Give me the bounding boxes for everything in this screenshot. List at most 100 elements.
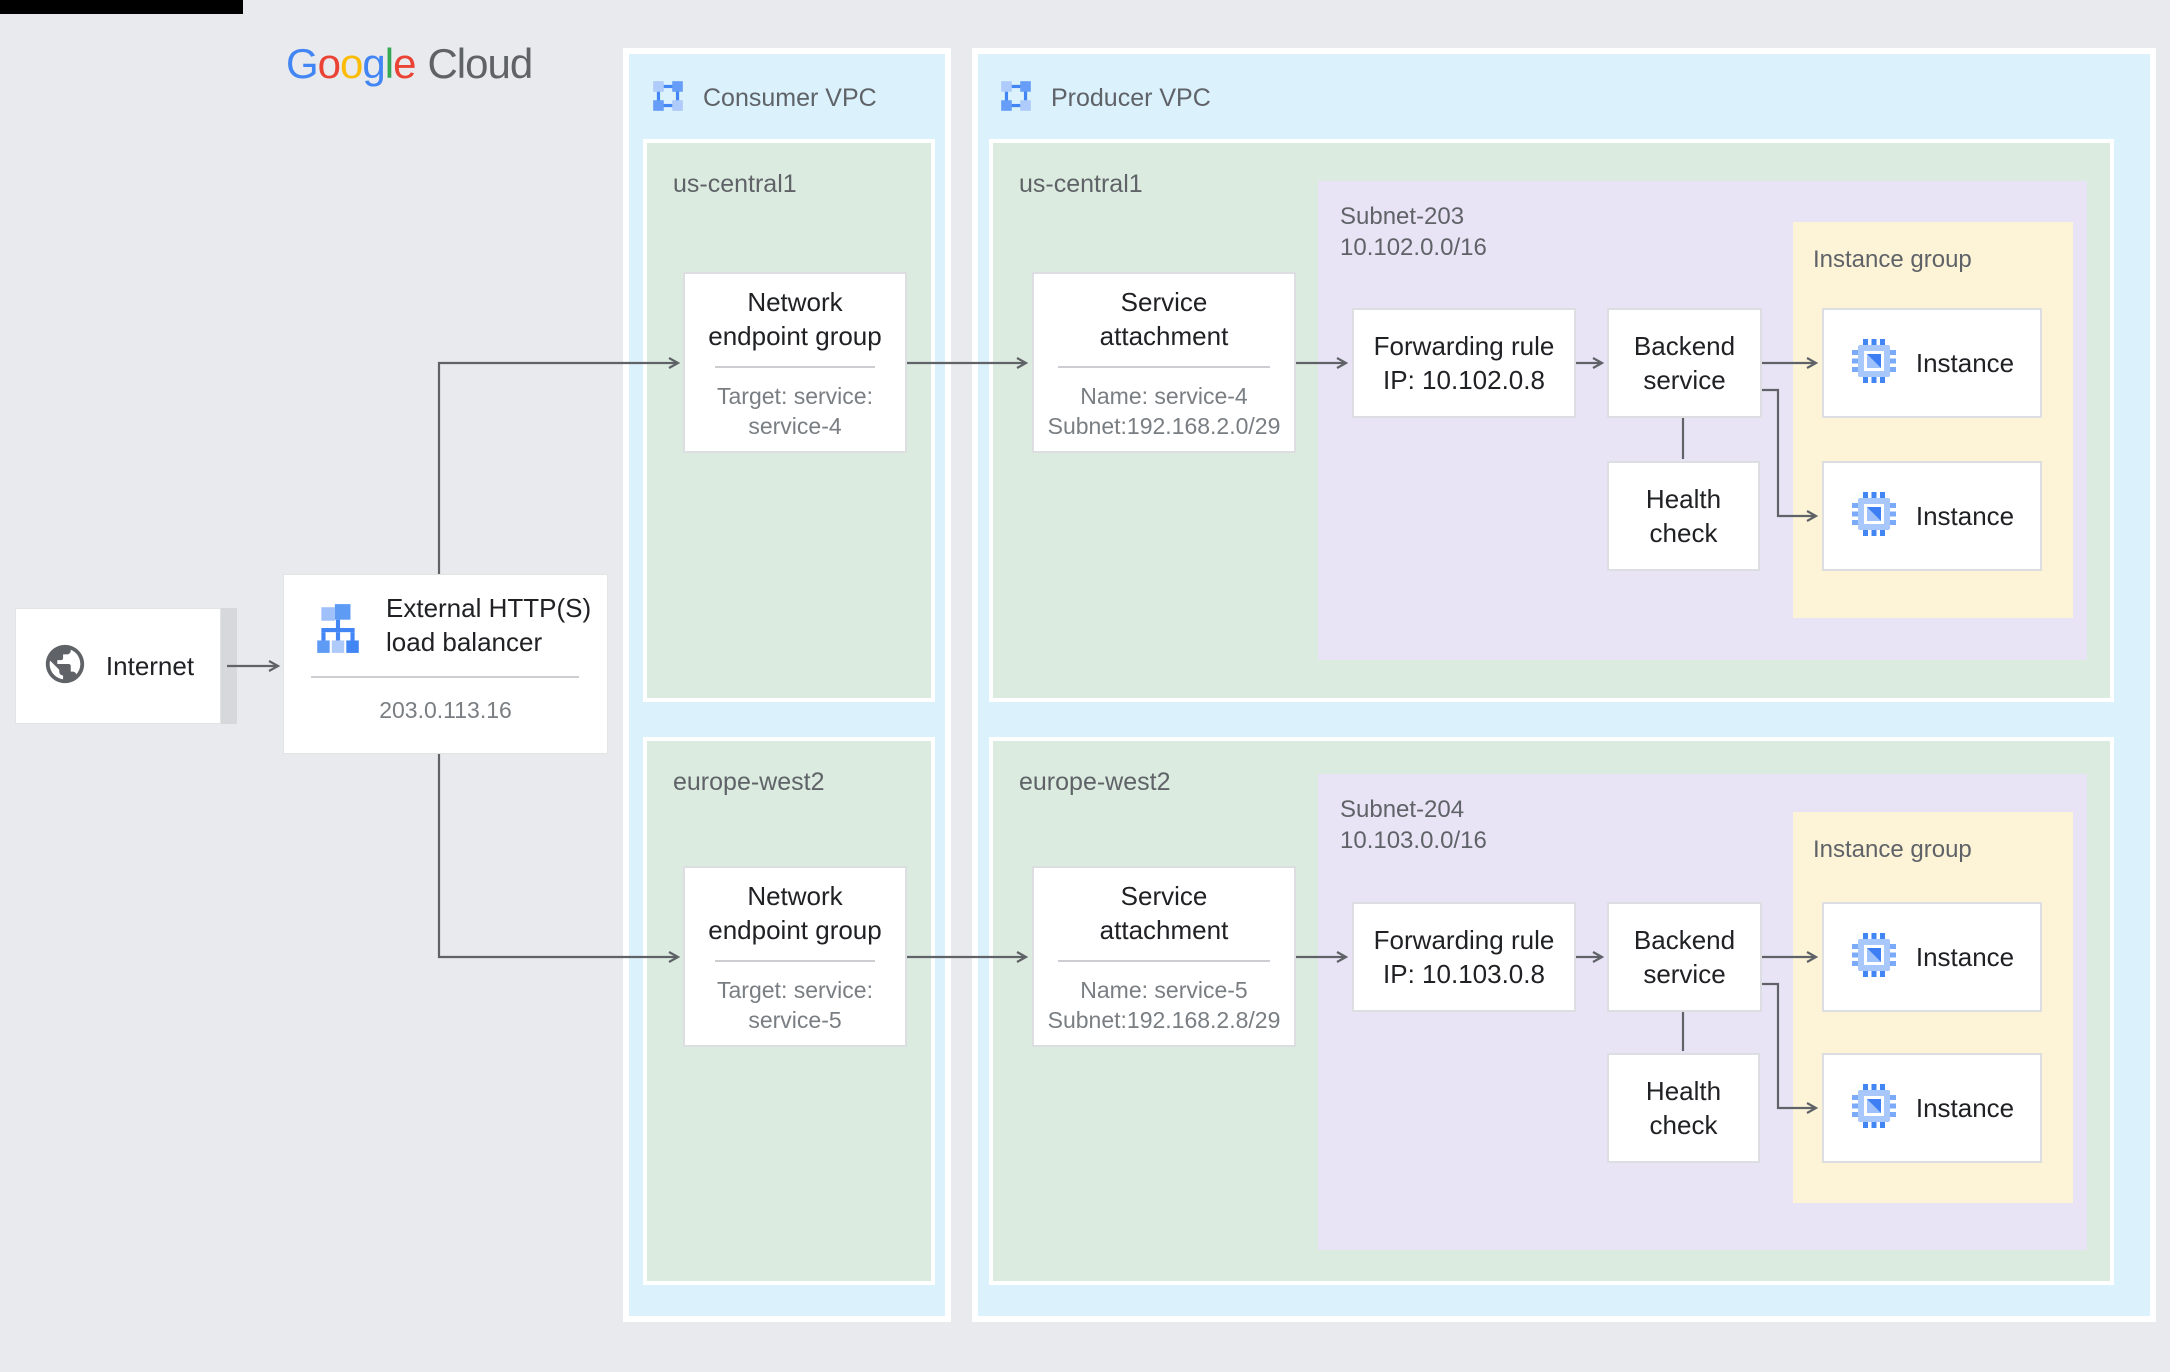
subnet-name: Subnet-203 <box>1340 203 1465 230</box>
instance-node: Instance <box>1822 308 2042 418</box>
region-label: europe-west2 <box>1019 768 1171 796</box>
consumer-vpc-panel: Consumer VPC us-central1 Network endpoin… <box>623 48 951 1322</box>
region-label: us-central1 <box>673 170 797 198</box>
backend-service-line2: service <box>1643 959 1726 989</box>
neg-title-line1: Network <box>747 286 843 317</box>
subnet-label: Subnet-203 10.102.0.0/16 <box>1340 201 1487 263</box>
forwarding-rule-line1: Forwarding rule <box>1373 331 1555 361</box>
consumer-vpc-header: Consumer VPC <box>650 78 877 119</box>
compute-instance-icon <box>1850 1082 1898 1135</box>
instance-group-2: Instance group <box>1793 812 2073 1203</box>
globe-icon <box>42 641 88 692</box>
logo-letter: e <box>393 40 416 87</box>
window-top-bar <box>0 0 243 14</box>
neg-title-line2: endpoint group <box>708 320 882 351</box>
instance-group-1: Instance group <box>1793 222 2073 618</box>
region-label: us-central1 <box>1019 170 1143 198</box>
health-check-line2: check <box>1649 1110 1718 1140</box>
neg-title-line1: Network <box>747 880 843 911</box>
vpc-network-icon <box>998 78 1034 119</box>
producer-vpc-label: Producer VPC <box>1051 84 1211 112</box>
region-label: europe-west2 <box>673 768 825 796</box>
divider <box>1058 365 1270 368</box>
sa-title-line1: Service <box>1120 880 1208 911</box>
instance-label: Instance <box>1915 1093 2015 1123</box>
external-https-load-balancer-node: External HTTP(S) load balancer 203.0.113… <box>283 574 608 754</box>
instance-label: Instance <box>1915 501 2015 531</box>
consumer-region-us-central1: us-central1 Network endpoint group Targe… <box>643 139 935 702</box>
logo-letter: G <box>286 40 319 87</box>
instance-node: Instance <box>1822 1053 2042 1163</box>
neg-target-line2: service-4 <box>748 412 842 439</box>
logo-letter: g <box>362 40 385 87</box>
service-attachment-2: Service attachment Name: service-5 Subne… <box>1032 866 1296 1047</box>
logo-cloud-text: Cloud <box>427 40 533 87</box>
neg-target-line1: Target: service: <box>717 382 873 409</box>
lb-title-line1: External HTTP(S) <box>386 593 592 623</box>
network-endpoint-group-2: Network endpoint group Target: service: … <box>683 866 907 1047</box>
sa-detail-line1: Name: service-5 <box>1080 976 1248 1003</box>
sa-title-line1: Service <box>1120 286 1208 317</box>
sa-detail-line1: Name: service-4 <box>1080 382 1248 409</box>
service-attachment-1: Service attachment Name: service-4 Subne… <box>1032 272 1296 453</box>
subnet-label: Subnet-204 10.103.0.0/16 <box>1340 794 1487 856</box>
internet-label: Internet <box>105 651 195 681</box>
divider <box>715 365 875 368</box>
divider <box>715 959 875 962</box>
health-check-line2: check <box>1649 518 1718 548</box>
producer-vpc-panel: Producer VPC us-central1 Service attachm… <box>972 48 2156 1322</box>
instance-label: Instance <box>1915 942 2015 972</box>
load-balancer-ip: 203.0.113.16 <box>379 697 512 723</box>
health-check-1: Health check <box>1607 461 1760 571</box>
producer-vpc-header: Producer VPC <box>998 78 1211 119</box>
vpc-network-icon <box>650 78 686 119</box>
neg-title-line2: endpoint group <box>708 914 882 945</box>
backend-service-1: Backend service <box>1607 308 1762 418</box>
logo-letter: l <box>384 40 394 87</box>
consumer-vpc-label: Consumer VPC <box>703 84 877 112</box>
backend-service-2: Backend service <box>1607 902 1762 1012</box>
compute-instance-icon <box>1850 337 1898 390</box>
sa-detail-line2: Subnet:192.168.2.0/29 <box>1047 412 1281 439</box>
compute-instance-icon <box>1850 490 1898 543</box>
network-endpoint-group-1: Network endpoint group Target: service: … <box>683 272 907 453</box>
lb-title-line2: load balancer <box>386 627 543 657</box>
sa-title-line2: attachment <box>1099 914 1229 945</box>
logo-letter: o <box>340 40 363 87</box>
subnet-cidr: 10.102.0.0/16 <box>1340 234 1487 261</box>
forwarding-rule-line2: IP: 10.103.0.8 <box>1383 959 1545 989</box>
load-balancer-icon <box>314 601 362 660</box>
neg-target-line1: Target: service: <box>717 976 873 1003</box>
divider <box>1058 959 1270 962</box>
internet-box-shadow <box>221 608 237 724</box>
load-balancer-title: External HTTP(S) load balancer <box>386 591 591 659</box>
divider <box>311 676 579 678</box>
compute-instance-icon <box>1850 931 1898 984</box>
instance-node: Instance <box>1822 461 2042 571</box>
producer-region-us-central1: us-central1 Service attachment Name: ser… <box>989 139 2114 702</box>
instance-group-label: Instance group <box>1813 836 1972 863</box>
forwarding-rule-2: Forwarding rule IP: 10.103.0.8 <box>1352 902 1576 1012</box>
forwarding-rule-line2: IP: 10.102.0.8 <box>1383 365 1545 395</box>
subnet-cidr: 10.103.0.0/16 <box>1340 827 1487 854</box>
sa-detail-line2: Subnet:192.168.2.8/29 <box>1047 1006 1281 1033</box>
subnet-203: Subnet-203 10.102.0.0/16 Forwarding rule… <box>1318 181 2087 660</box>
instance-label: Instance <box>1915 348 2015 378</box>
health-check-line1: Health <box>1645 1076 1722 1106</box>
instance-group-label: Instance group <box>1813 246 1972 273</box>
forwarding-rule-line1: Forwarding rule <box>1373 925 1555 955</box>
consumer-region-europe-west2: europe-west2 Network endpoint group Targ… <box>643 737 935 1285</box>
logo-letter: o <box>317 40 341 87</box>
internet-node: Internet <box>15 608 221 724</box>
subnet-204: Subnet-204 10.103.0.0/16 Forwarding rule… <box>1318 774 2087 1250</box>
forwarding-rule-1: Forwarding rule IP: 10.102.0.8 <box>1352 308 1576 418</box>
subnet-name: Subnet-204 <box>1340 796 1465 823</box>
health-check-line1: Health <box>1645 484 1722 514</box>
backend-service-line1: Backend <box>1633 331 1736 361</box>
instance-node: Instance <box>1822 902 2042 1012</box>
producer-region-europe-west2: europe-west2 Service attachment Name: se… <box>989 737 2114 1285</box>
backend-service-line2: service <box>1643 365 1726 395</box>
health-check-2: Health check <box>1607 1053 1760 1163</box>
